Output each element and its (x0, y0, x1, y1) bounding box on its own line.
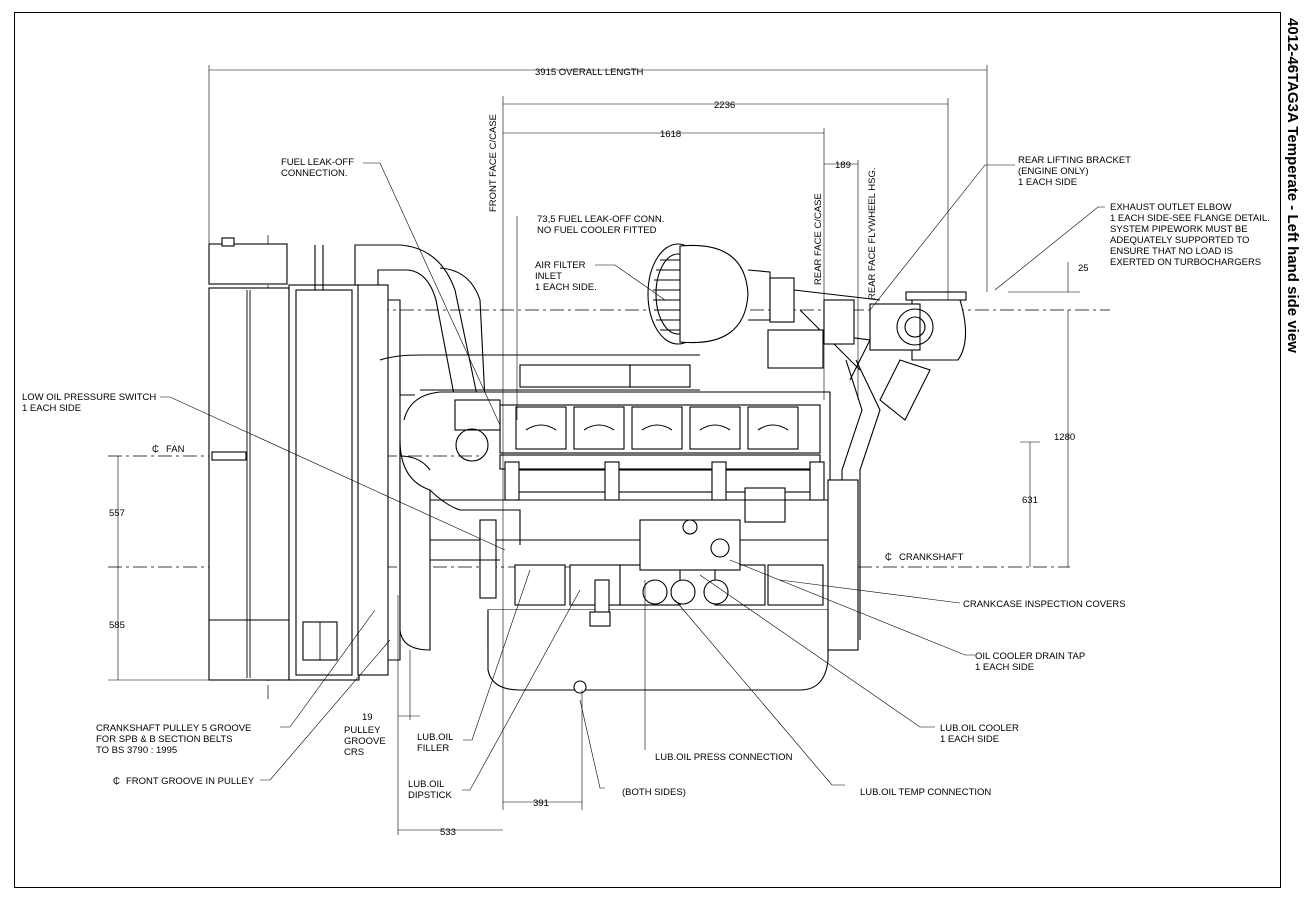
label-rear-face-case: REAR FACE C/CASE (813, 193, 824, 285)
callout-oil-cooler-drain: OIL COOLER DRAIN TAP 1 EACH SIDE (975, 651, 1085, 673)
callout-air-filter-line3: 1 EACH SIDE. (535, 282, 597, 293)
callout-pulley-groove-line2: GROOVE (344, 736, 386, 747)
cylinder-heads (515, 406, 799, 450)
callout-pulley-line2: FOR SPB & B SECTION BELTS (96, 734, 233, 745)
drawing-border (14, 12, 1281, 888)
dim-1280: 1280 (1054, 432, 1075, 443)
engine-block (403, 391, 859, 694)
callout-pulley-groove-line1: PULLEY (344, 725, 381, 736)
callout-cooler-line1: LUB.OIL COOLER (940, 723, 1019, 734)
crankshaft-centerline-symbol: ₵ (885, 552, 892, 563)
crankshaft-centerline-label: CRANKSHAFT (899, 552, 964, 563)
callout-exhaust-line3: SYSTEM PIPEWORK MUST BE (1110, 224, 1248, 235)
callout-low-oil-line2: 1 EACH SIDE (22, 403, 81, 414)
air-filter (647, 243, 881, 381)
drawing-title: 4012-46TAG3A Temperate - Left hand side … (1284, 18, 1301, 353)
callout-lub-oil-filler: LUB.OIL FILLER (417, 732, 453, 754)
callout-cooler-line2: 1 EACH SIDE (940, 734, 999, 745)
callout-fuel-leak-off-conn: 73,5 FUEL LEAK-OFF CONN. NO FUEL COOLER … (537, 214, 664, 236)
callout-pulley-groove-line3: CRS (344, 747, 364, 758)
lub-oil-cooler (589, 519, 741, 627)
dim-25: 25 (1078, 263, 1089, 274)
callout-front-groove-text: FRONT GROOVE IN PULLEY (126, 776, 255, 787)
exhaust-outlet-elbow (841, 291, 967, 640)
air-intake-pipe (314, 244, 700, 401)
callout-filler-line1: LUB.OIL (417, 732, 453, 743)
callout-air-filter-line1: AIR FILTER (535, 260, 586, 271)
callout-lub-oil-dipstick: LUB.OIL DIPSTICK (408, 779, 452, 801)
dim-189: 189 (835, 160, 851, 171)
dim-19: 19 (362, 712, 373, 723)
callout-exhaust-line2: 1 EACH SIDE-SEE FLANGE DETAIL. (1110, 213, 1270, 224)
callout-dipstick-line2: DIPSTICK (408, 790, 452, 801)
callout-drain-line1: OIL COOLER DRAIN TAP (975, 651, 1085, 662)
callout-fuel-leak-off: FUEL LEAK-OFF CONNECTION. (281, 157, 354, 179)
callout-pulley-line1: CRANKSHAFT PULLEY 5 GROOVE (96, 723, 251, 734)
callout-air-filter-line2: INLET (535, 271, 562, 282)
callout-rear-lifting-line3: 1 EACH SIDE (1018, 177, 1077, 188)
callout-exhaust-line6: EXERTED ON TURBOCHARGERS (1110, 257, 1261, 268)
leader-lines (160, 162, 1105, 791)
callout-dipstick-line1: LUB.OIL (408, 779, 444, 790)
radiator (208, 237, 401, 681)
dim-631: 631 (1022, 495, 1038, 506)
callout-both-sides: (BOTH SIDES) (622, 787, 686, 798)
crankcase-inspection-covers (514, 564, 824, 606)
dimension-values: 3915 OVERALL LENGTH 2236 1618 189 25 128… (109, 67, 1089, 838)
callout-low-oil-pressure: LOW OIL PRESSURE SWITCH 1 EACH SIDE (22, 392, 156, 414)
callout-lub-oil-temp: LUB.OIL TEMP CONNECTION (860, 787, 991, 798)
fan-centerline-label: FAN (166, 444, 185, 455)
callout-rear-lifting-line1: REAR LIFTING BRACKET (1018, 155, 1131, 166)
callout-fuel-leak-off-line1: FUEL LEAK-OFF (281, 157, 354, 168)
callout-exhaust-line1: EXHAUST OUTLET ELBOW (1110, 202, 1232, 213)
callout-rear-lifting-bracket: REAR LIFTING BRACKET (ENGINE ONLY) 1 EAC… (1018, 155, 1131, 188)
dim-1618: 1618 (660, 129, 681, 140)
callout-pulley-groove: PULLEY GROOVE CRS (344, 725, 386, 758)
label-rear-face-flywheel: REAR FACE FLYWHEEL HSG. (867, 168, 878, 301)
dim-2236: 2236 (714, 100, 735, 111)
callout-exhaust-line4: ADEQUATELY SUPPORTED TO (1110, 235, 1249, 246)
callout-fuel-leak-off-line2: CONNECTION. (281, 168, 348, 179)
callout-air-filter: AIR FILTER INLET 1 EACH SIDE. (535, 260, 597, 293)
callout-crankcase-covers: CRANKCASE INSPECTION COVERS (963, 599, 1126, 610)
front-end-gear-housing (399, 399, 521, 651)
callout-low-oil-line1: LOW OIL PRESSURE SWITCH (22, 392, 156, 403)
dim-533: 533 (440, 827, 456, 838)
fan-centerline-symbol: ₵ (152, 444, 159, 455)
dim-585: 585 (109, 620, 125, 631)
callout-front-groove-symbol: ₵ (113, 776, 120, 787)
callout-crankshaft-pulley: CRANKSHAFT PULLEY 5 GROOVE FOR SPB & B S… (96, 723, 251, 756)
callout-front-groove: ₵ FRONT GROOVE IN PULLEY (113, 776, 255, 787)
callout-rear-lifting-line2: (ENGINE ONLY) (1018, 166, 1089, 177)
dim-overall-length: 3915 OVERALL LENGTH (535, 67, 644, 78)
callout-lub-oil-press: LUB.OIL PRESS CONNECTION (655, 752, 793, 763)
dimension-lines (108, 65, 1080, 835)
callout-pulley-line3: TO BS 3790 : 1995 (96, 745, 177, 756)
dim-391: 391 (533, 798, 549, 809)
dim-557: 557 (109, 508, 125, 519)
callout-exhaust-line5: ENSURE THAT NO LOAD IS (1110, 246, 1233, 257)
label-front-face-case: FRONT FACE C/CASE (488, 114, 499, 212)
callout-lub-oil-cooler: LUB.OIL COOLER 1 EACH SIDE (940, 723, 1019, 745)
callout-fuel-leak-off-conn-line1: 73,5 FUEL LEAK-OFF CONN. (537, 214, 664, 225)
callout-drain-line2: 1 EACH SIDE (975, 662, 1034, 673)
callout-exhaust-outlet: EXHAUST OUTLET ELBOW 1 EACH SIDE-SEE FLA… (1110, 202, 1270, 268)
callout-fuel-leak-off-conn-line2: NO FUEL COOLER FITTED (537, 225, 657, 236)
callout-filler-line2: FILLER (417, 743, 449, 754)
